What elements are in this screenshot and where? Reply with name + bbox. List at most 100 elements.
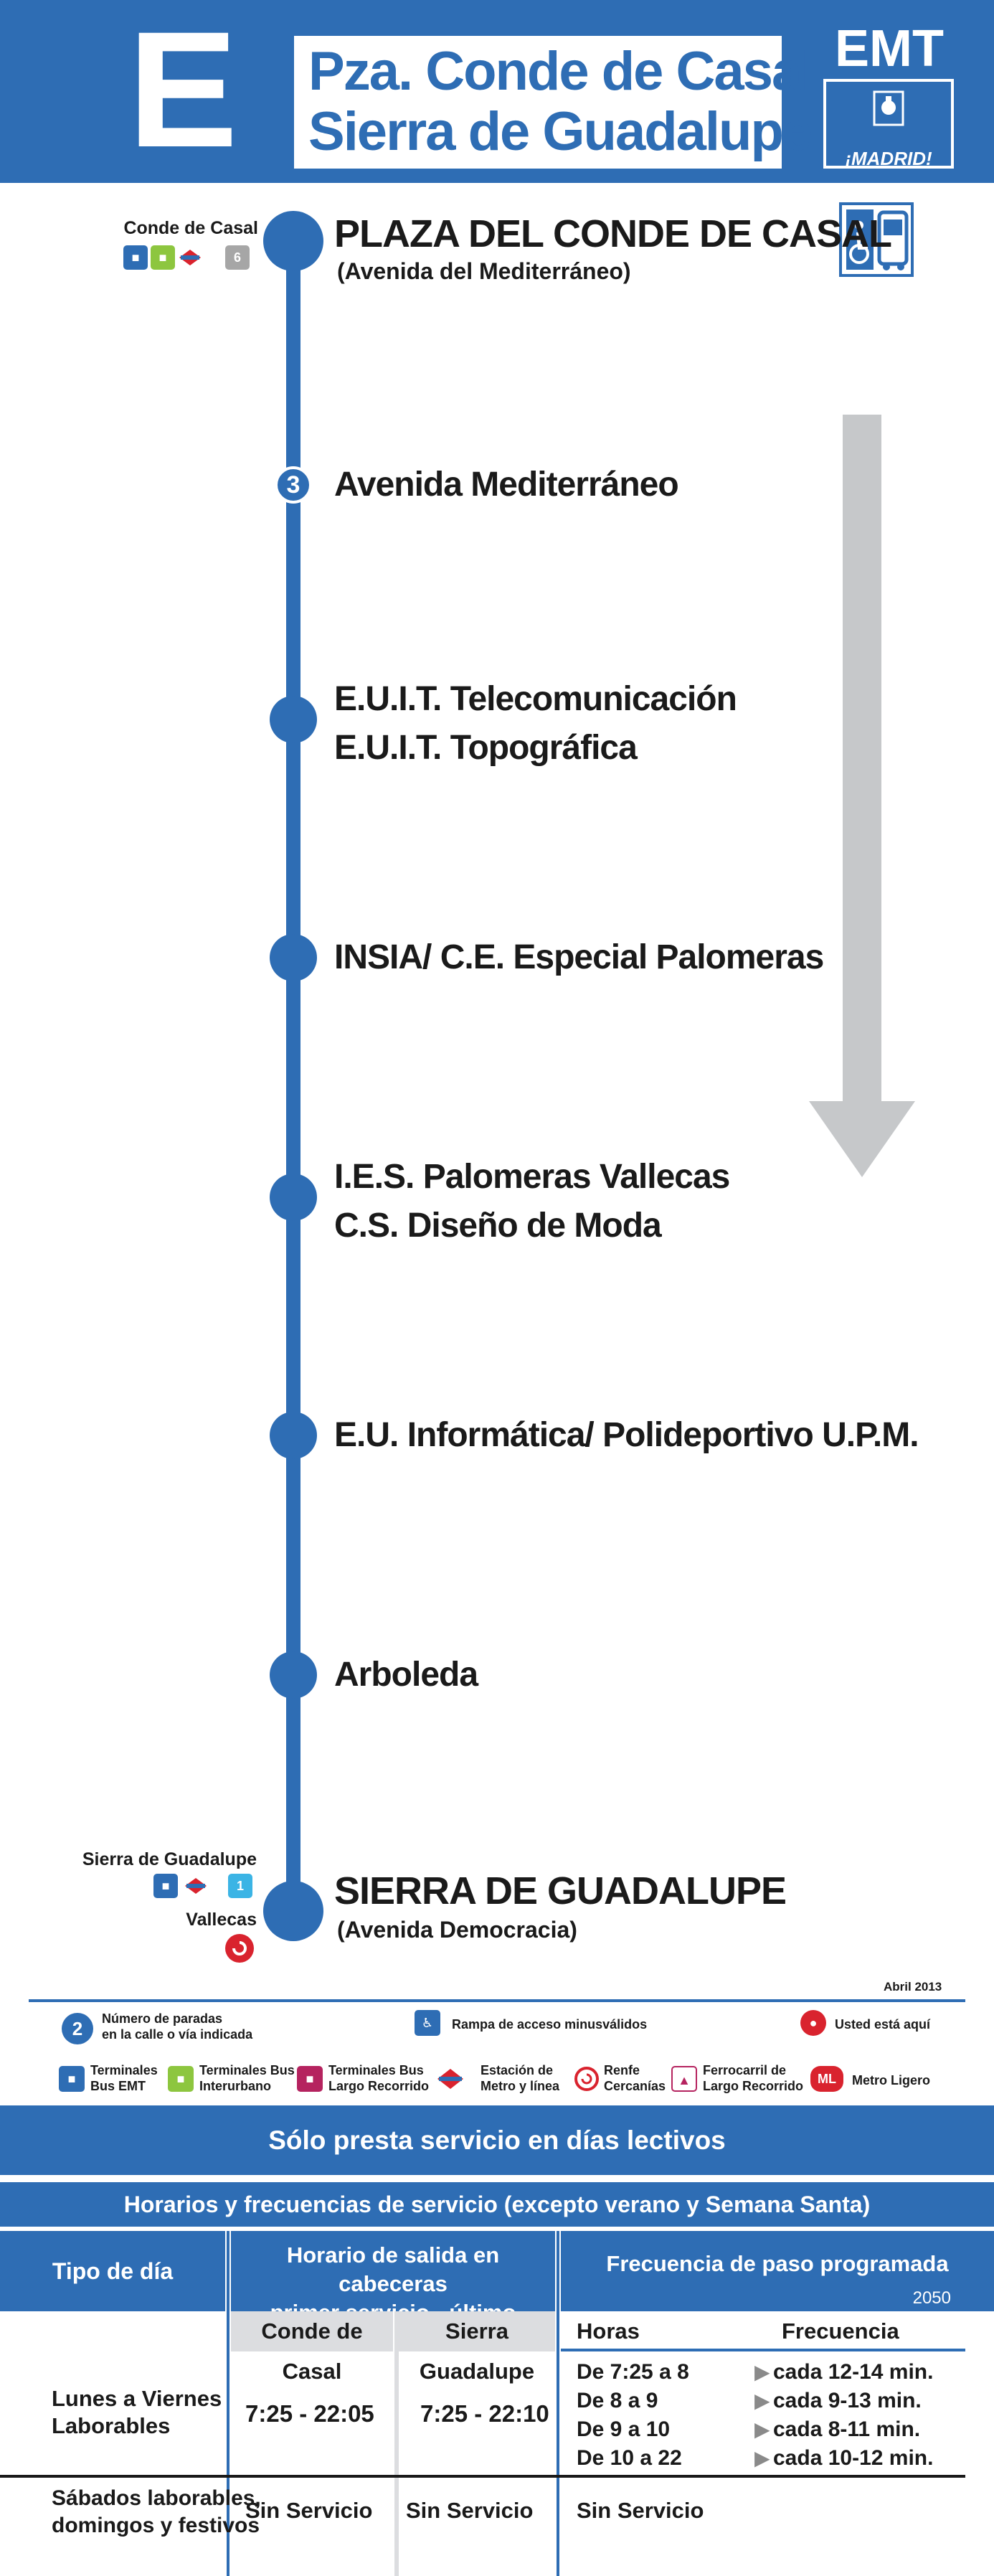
stop-dot-eu-informatica [270,1412,317,1459]
stop-sub-destination: (Avenida Democracia) [337,1917,577,1943]
origin-side-label: Conde de Casal [123,218,258,238]
col-departure-line1: Horario de salida en cabeceras [286,2242,500,2296]
legend-rail-1: Ferrocarril de [703,2063,787,2077]
freq-arrow-icon: ▶ [754,2389,770,2412]
col-divider-1 [227,2231,229,2576]
col-day-type: Tipo de día [52,2258,174,2284]
freq-value-row: cada 10-12 min. [773,2446,934,2470]
schedule-title: Horarios y frecuencias de servicio (exce… [0,2182,994,2227]
stop-name-insia: INSIA/ C.E. Especial Palomeras [334,938,824,976]
legend-metro-1: Estación de [481,2063,554,2077]
legend-stop-count-icon: 2 [62,2013,93,2044]
weekend-freq-no-service: Sin Servicio [577,2498,704,2523]
legend-metro-2: Metro y línea [481,2079,560,2093]
weekday-label-2: Laborables [52,2413,171,2438]
weekend-dest-no-service: Sin Servicio [406,2498,534,2523]
legend-here: Usted está aquí [835,2017,931,2032]
legend-emt-terminal-icon: ■ [59,2066,85,2092]
table-header-day-type: Tipo de día [0,2231,225,2311]
stop-dot-destination [263,1881,323,1941]
stop-name-ies-palomeras: I.E.S. Palomeras Vallecas [334,1158,730,1196]
stop-name-euit-telecom: E.U.I.T. Telecomunicación [334,680,737,718]
col-frequency: Frecuencia de paso programada [606,2251,949,2276]
legend-stop-count-line1: Número de paradas [102,2011,223,2026]
madrid-text: ¡MADRID! [845,148,932,169]
madrid-bear-icon [826,82,951,144]
legend-rail-2: Largo Recorrido [703,2079,804,2093]
weekend-label-2: domingos y festivos [52,2514,260,2537]
weekend-origin-no-service: Sin Servicio [245,2498,373,2523]
subhdr-hours: Horas [577,2318,640,2344]
route-title-origin: Pza. Conde de Casal [308,41,815,102]
legend-light-rail-icon: ML [810,2066,843,2092]
weekday-dest-times: 7:25 - 22:10 [420,2400,549,2427]
stop-dot-origin [263,211,323,271]
legend-renfe-icon [574,2066,600,2092]
stop-count-badge: 3 [275,466,312,504]
stop-name-cs-diseno: C.S. Diseño de Moda [334,1207,662,1245]
col-divider-3 [557,2231,559,2576]
freq-hours-row: De 8 a 9 [577,2389,658,2412]
legend-interurban-icon: ■ [168,2066,194,2092]
route-line [286,237,300,1922]
freq-arrow-icon: ▶ [754,2447,770,2469]
line-letter: E [128,0,238,181]
table-header-departure: Horario de salida en cabeceras primer se… [231,2231,555,2354]
legend-stop-count-line2: en la calle o vía indicada [102,2027,253,2042]
stop-name-destination: SIERRA DE GUADALUPE [334,1869,787,1912]
stop-sub-origin: (Avenida del Mediterráneo) [337,258,631,284]
legend-emt-terminal-1: Terminales [90,2063,158,2077]
weekday-origin-times: 7:25 - 22:05 [245,2400,374,2427]
route-title-box: Pza. Conde de Casal Sierra de Guadalupe [294,36,815,169]
direction-arrow-icon [809,1101,915,1177]
weekend-label-1: Sábados laborables, [52,2486,261,2510]
legend-ramp: Rampa de acceso minusválidos [452,2017,648,2032]
stop-dot-insia [270,934,317,981]
direction-arrow-shaft [843,415,881,1105]
legend-longdist-1: Terminales Bus [328,2063,424,2077]
header-band: E Pza. Conde de Casal Sierra de Guadalup… [0,0,994,183]
metro-line-6-badge: 6 [225,245,250,270]
legend-longdist-bus-icon: ■ [297,2066,323,2092]
subhdr-dest: Sierra Guadalupe [399,2311,555,2384]
stop-name-avenida-mediterraneo: Avenida Mediterráneo [334,466,679,504]
freq-value-row: cada 12-14 min. [773,2360,934,2384]
subhdr-origin: Conde de Casal [231,2311,393,2384]
service-notice: Sólo presta servicio en días lectivos [0,2105,994,2175]
route-code: 2050 [912,2288,951,2308]
freq-value-row: cada 8-11 min. [773,2417,921,2441]
route-title-destination: Sierra de Guadalupe [308,101,813,162]
legend-metro-icon [436,2066,463,2092]
emt-logo: EMT [835,20,944,77]
metro-icon-dest [184,1874,208,1898]
legend-ramp-icon: ♿ [415,2010,440,2036]
table-header-frequency: Frecuencia de paso programada 2050 [561,2231,994,2311]
emt-terminal-icon: ■ [123,245,148,270]
freq-hours-row: De 7:25 a 8 [577,2360,689,2384]
stop-name-origin: PLAZA DEL CONDE DE CASAL [334,212,892,255]
legend-divider [29,1999,965,2002]
legend-renfe-2: Cercanías [604,2079,666,2093]
legend-interurban-1: Terminales Bus [199,2063,295,2077]
stop-name-euit-topografica: E.U.I.T. Topográfica [334,729,638,767]
row-divider [0,2475,965,2478]
freq-arrow-icon: ▶ [754,2361,770,2383]
legend-here-icon: ● [800,2010,826,2036]
metro-line-1-badge: 1 [228,1874,252,1898]
date-note: Abril 2013 [884,1980,942,1994]
weekday-label-1: Lunes a Viernes [52,2386,222,2411]
col-divider-2 [394,2311,399,2576]
freq-hours-row: De 10 a 22 [577,2446,682,2470]
legend-renfe-1: Renfe [604,2063,640,2077]
legend-light-rail: Metro Ligero [852,2073,931,2087]
freq-arrow-icon: ▶ [754,2418,770,2440]
dest-side-label: Sierra de Guadalupe [82,1849,257,1869]
stop-dot-euit [270,696,317,743]
stop-dot-ies [270,1174,317,1221]
stop-dot-arboleda [270,1651,317,1699]
legend-rail-icon: ▲ [671,2066,697,2092]
freq-hours-row: De 9 a 10 [577,2417,671,2441]
madrid-logo: ¡MADRID! [823,79,954,169]
legend-interurban-2: Interurbano [199,2079,272,2093]
subhdr-freq: Frecuencia [782,2318,899,2344]
